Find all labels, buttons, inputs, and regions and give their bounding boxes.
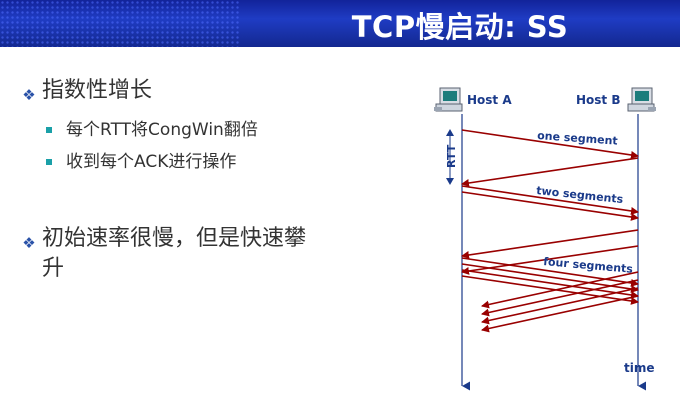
ack-arrow	[481, 295, 639, 333]
ack-arrow	[461, 157, 639, 187]
slide-title: TCP慢启动: SS	[351, 10, 569, 44]
square-bullet-icon	[46, 159, 52, 165]
ack-arrow	[461, 229, 639, 259]
segment-arrows	[461, 129, 639, 333]
diamond-bullet-icon: ❖	[22, 86, 36, 104]
rtt-arrow-down-icon	[446, 178, 454, 185]
segment-arrow	[461, 185, 639, 215]
computer-icon	[434, 87, 463, 112]
title-bar-pattern	[0, 0, 240, 47]
ack-arrow	[481, 287, 639, 325]
segment-arrow	[461, 257, 639, 287]
time-label: time	[624, 361, 655, 375]
diamond-bullet-icon: ❖	[22, 234, 36, 252]
sub-bullet-text: 收到每个ACK进行操作	[66, 152, 237, 172]
one-segment-label: one segment	[537, 129, 618, 148]
host-a-label: Host A	[467, 93, 512, 107]
ack-arrow	[481, 279, 639, 317]
segment-arrow	[461, 191, 639, 221]
bullet-exponential: ❖ 指数性增长	[16, 76, 376, 110]
bullet-slow-start: ❖ 初始速率很慢，但是快速攀 升	[16, 224, 376, 284]
title-bar: TCP慢启动: SS	[0, 0, 680, 47]
bullet-text-line2: 升	[42, 256, 65, 281]
sub-bullet-ack: 收到每个ACK进行操作	[46, 150, 376, 174]
ack-arrow	[481, 271, 639, 309]
segment-arrow	[461, 275, 639, 305]
host-b-label: Host B	[576, 93, 621, 107]
bullet-text-line1: 初始速率很慢，但是快速攀	[42, 226, 307, 251]
rtt-label: RTT	[445, 144, 458, 168]
bullet-list: ❖ 指数性增长 每个RTT将CongWin翻倍 收到每个ACK进行操作 ❖ 初始…	[16, 76, 376, 284]
sub-bullet-double: 每个RTT将CongWin翻倍	[46, 118, 376, 142]
sub-bullet-text: 每个RTT将CongWin翻倍	[66, 120, 258, 140]
bullet-text-block: 初始速率很慢，但是快速攀 升	[42, 224, 306, 284]
square-bullet-icon	[46, 127, 52, 133]
segment-arrow	[461, 129, 639, 159]
computer-icon	[627, 87, 656, 112]
bullet-text: 指数性增长	[42, 78, 153, 103]
segment-arrow	[461, 269, 639, 299]
rtt-arrow-up-icon	[446, 129, 454, 136]
